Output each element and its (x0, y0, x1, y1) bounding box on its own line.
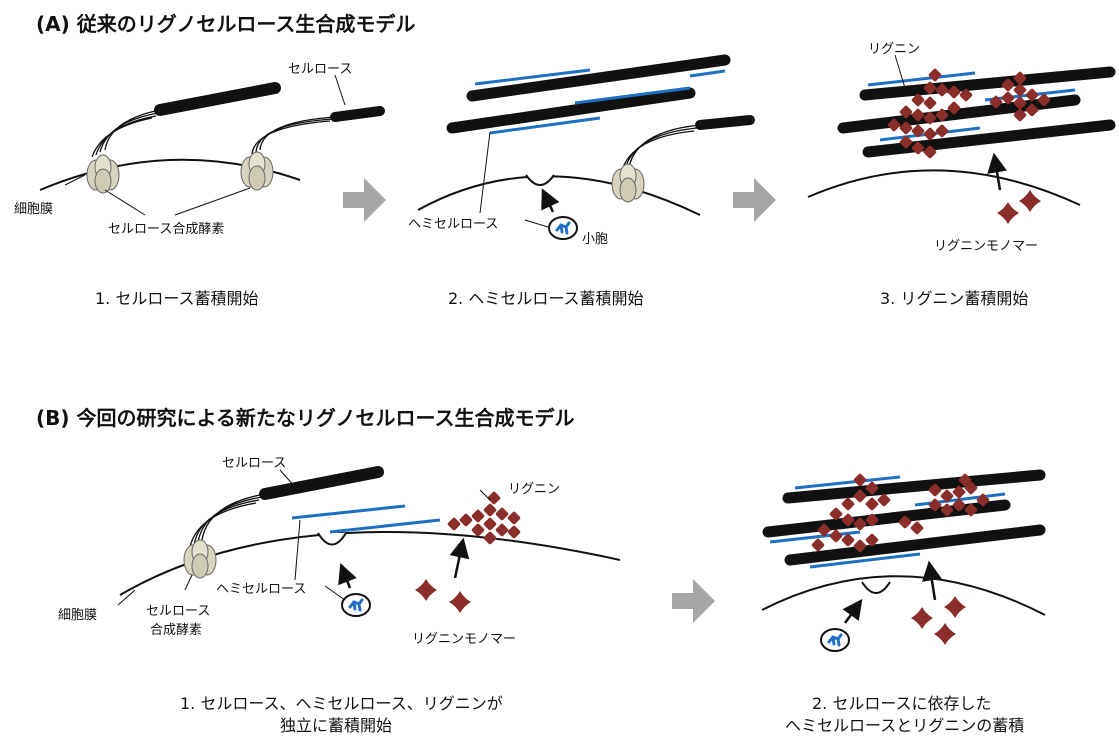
hemicellulose (489, 116, 601, 135)
label-lignin: リグニン (868, 42, 921, 57)
leader-line (294, 519, 301, 581)
stage-arrow (343, 178, 386, 222)
leader-line (524, 219, 549, 228)
lignin-monomer (415, 579, 437, 601)
vesicle-icon (340, 592, 372, 618)
label-cellulose: セルロース (222, 456, 287, 471)
label-cellulose-synthase-line2: 合成酵素 (150, 623, 203, 638)
panel-a2 (417, 54, 755, 241)
lignin-monomer (934, 623, 956, 645)
stage-a2: 2. ヘミセルロース蓄積開始 (448, 289, 644, 308)
label-lignin-monomer: リグニンモノマー (412, 632, 517, 647)
cell-membrane (417, 175, 701, 216)
hemicellulose (291, 504, 406, 520)
lignin-monomer (997, 202, 1019, 224)
leader-line (174, 187, 251, 216)
label-cellulose-synthase-line1: セルロース (146, 604, 211, 619)
stage-arrow (733, 178, 776, 222)
cellulose-fibril (862, 119, 1116, 158)
membrane-pit (861, 581, 891, 594)
cellulose-synthase (183, 539, 217, 579)
cell-membrane (761, 575, 1046, 616)
cellulose-fibril (466, 54, 731, 102)
cellulose-synthase (240, 151, 274, 191)
cellulose-fibril (837, 94, 1081, 134)
lignin-monomer (944, 596, 966, 618)
hemicellulose (329, 518, 441, 534)
hemicellulose (769, 530, 861, 544)
cellulose-fibril (91, 82, 385, 158)
panel-a1 (39, 74, 385, 216)
leader-line (64, 174, 86, 186)
transport-arrow (842, 598, 863, 624)
section-a-title: (A) 従来のリグノセルロース生合成モデル (36, 12, 416, 36)
leader-line (104, 189, 146, 216)
membrane-pit (317, 532, 347, 546)
panel-a3 (807, 54, 1116, 224)
leader-line (334, 74, 346, 106)
hemicellulose (474, 68, 591, 86)
cellulose-fibril (446, 87, 696, 134)
stage-b1-line2: 独立に蓄積開始 (280, 716, 393, 735)
transport-arrow (338, 563, 357, 589)
stage-b2-line1: 2. セルロースに依存した (812, 694, 992, 713)
cellulose-fibril (259, 466, 384, 500)
leader-line (894, 54, 906, 89)
label-lignin: リグニン (508, 482, 561, 497)
panel-b2 (761, 469, 1046, 653)
stage-a1: 1. セルロース蓄積開始 (95, 289, 259, 308)
label-vesicle: 小胞 (582, 232, 609, 247)
transport-arrow (922, 560, 942, 601)
stage-arrow (672, 579, 715, 623)
cellulose-fibril (859, 66, 1116, 101)
hemicellulose (867, 71, 976, 87)
lignin-monomer (449, 591, 471, 613)
membrane-pit (525, 174, 555, 186)
leader-line (479, 489, 491, 501)
transport-arrow (987, 152, 1007, 191)
leader-line (324, 585, 346, 601)
lignin-monomer (1019, 190, 1041, 212)
vesicle-icon (819, 627, 851, 653)
label-cellulose: セルロース (288, 62, 353, 77)
leader-line (117, 589, 136, 606)
lignin-monomer (911, 607, 933, 629)
label-cell-membrane: 細胞膜 (58, 608, 98, 623)
stage-a3: 3. リグニン蓄積開始 (880, 289, 1029, 308)
cellulose-synthase (611, 163, 645, 203)
label-cell-membrane: 細胞膜 (14, 202, 54, 217)
section-b-title: (B) 今回の研究による新たなリグノセルロース生合成モデル (36, 406, 575, 430)
cellulose-fibril (784, 524, 1046, 566)
cellulose-fibril (695, 115, 755, 130)
label-cellulose-synthase: セルロース合成酵素 (108, 222, 225, 237)
leader-line (184, 574, 193, 591)
label-hemicellulose: ヘミセルロース (408, 217, 499, 232)
label-hemicellulose: ヘミセルロース (216, 582, 307, 597)
stage-b2-line2: ヘミセルロースとリグニンの蓄積 (785, 716, 1025, 735)
cellulose-synthase (86, 154, 120, 194)
label-lignin-monomer: リグニンモノマー (934, 239, 1039, 254)
hemicellulose (689, 69, 726, 78)
transport-arrow (541, 188, 560, 213)
panel-b1 (117, 466, 621, 618)
vesicle-icon (547, 215, 579, 241)
hemicellulose (809, 552, 921, 569)
transport-arrow (449, 537, 470, 579)
hemicellulose (574, 86, 691, 105)
hemicellulose (794, 475, 901, 490)
cellulose-fibril (782, 469, 1046, 504)
cell-membrane (807, 169, 1081, 206)
leader-line (279, 469, 296, 488)
stage-b1-line1: 1. セルロース、ヘミセルロース、リグニンが (180, 694, 503, 713)
leader-line (479, 131, 491, 214)
